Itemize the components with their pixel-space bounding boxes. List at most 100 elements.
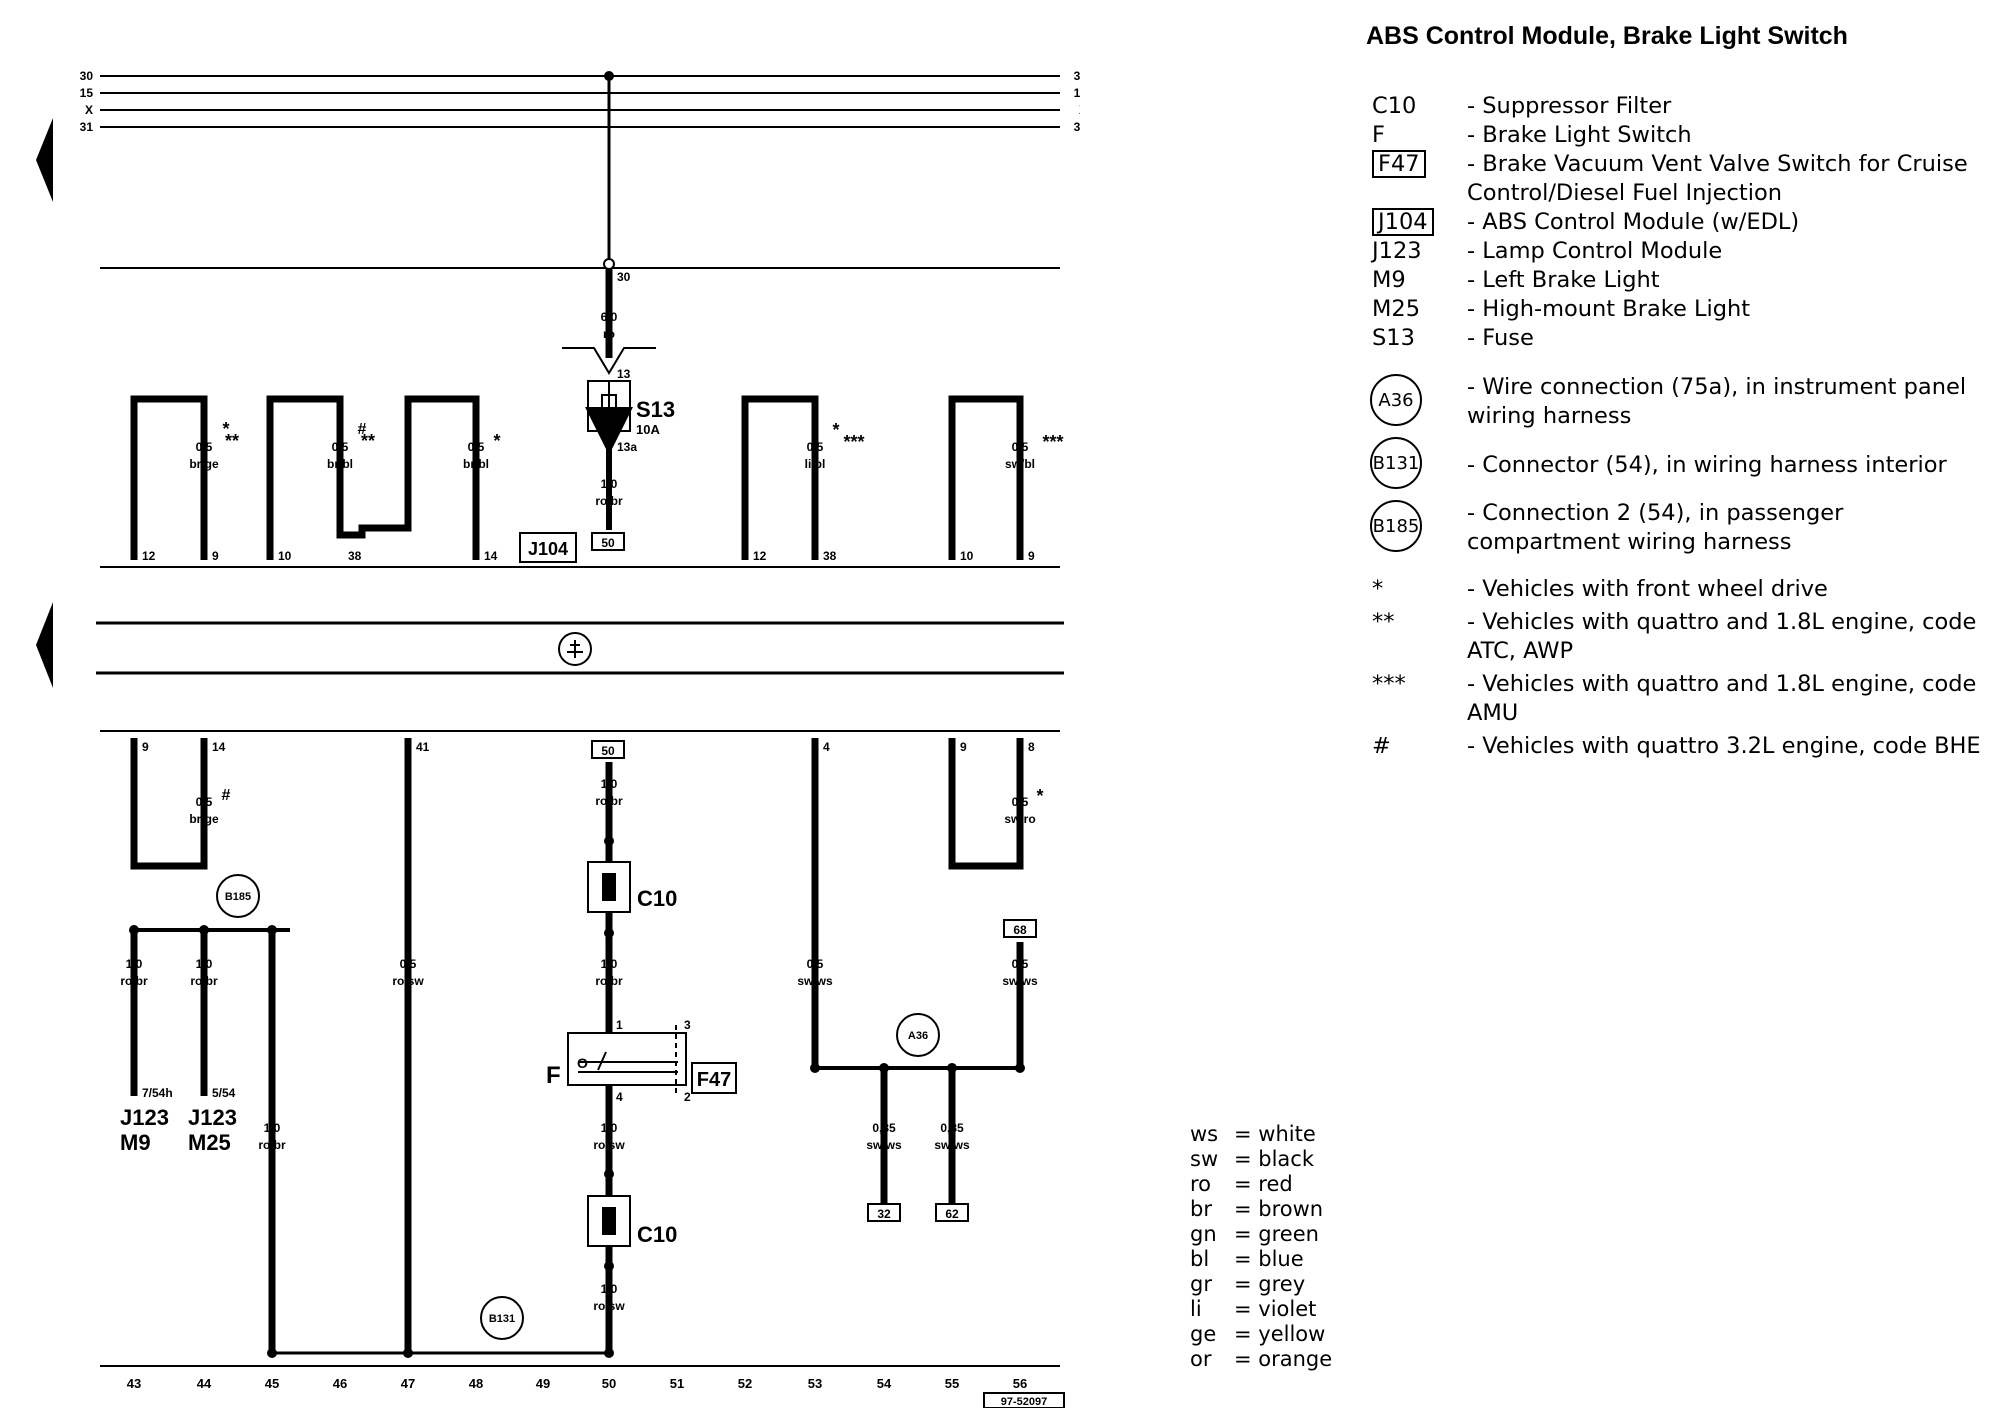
- color-row-ge: ge = yellow: [1190, 1322, 1332, 1347]
- terminal-box-62: [935, 1203, 969, 1222]
- figure-number-box: [983, 1392, 1065, 1408]
- track-51: 51: [670, 1376, 684, 1391]
- color-abbr: ro: [1190, 1172, 1212, 1196]
- wire-mark-w1: **: [225, 431, 239, 451]
- color-abbr: ge: [1190, 1322, 1217, 1346]
- track-52: 52: [738, 1376, 752, 1391]
- pin-9-c: 9: [142, 740, 149, 754]
- rail30-junction: [604, 71, 614, 81]
- legend-code: M25: [1372, 296, 1421, 322]
- wire-label-w12-size: 1,0: [601, 777, 618, 791]
- track-54: 54: [877, 1376, 892, 1391]
- legend-desc: - High-mount Brake Light: [1467, 296, 1751, 322]
- legend-row-m9: M9 - Left Brake Light: [1372, 266, 1982, 295]
- wire-label-w18-size: 0,35: [872, 1121, 896, 1135]
- note-row-3: *** - Vehicles with quattro and 1.8L eng…: [1372, 670, 1982, 728]
- legend-code: S13: [1372, 325, 1415, 351]
- legend-desc: - Lamp Control Module: [1467, 238, 1723, 264]
- label-m25: M25: [188, 1130, 231, 1155]
- wire-label-w14-size: 1,0: [601, 1121, 618, 1135]
- color-name: = grey: [1234, 1272, 1306, 1296]
- prev-page-arrow-upper[interactable]: [36, 118, 53, 202]
- wire-label-s13-out-color: ro/br: [595, 494, 623, 508]
- wire-label-s13-size: 6,0: [601, 310, 618, 324]
- legend-row-j123: J123 - Lamp Control Module: [1372, 237, 1982, 266]
- note-desc: - Vehicles with quattro 3.2L engine, cod…: [1467, 733, 1981, 759]
- color-row-or: or= orange: [1190, 1347, 1332, 1372]
- color-row-bl: bl= blue: [1190, 1247, 1332, 1272]
- wire-label-w19-color: sw/ws: [934, 1138, 970, 1152]
- wire-label-w18-color: sw/ws: [866, 1138, 902, 1152]
- diagram-title: ABS Control Module, Brake Light Switch: [1366, 22, 1848, 50]
- loop-10-38: [266, 395, 480, 560]
- note-desc: - Vehicles with quattro and 1.8L engine,…: [1467, 609, 1977, 664]
- wire-label-w16-size: 0,5: [807, 957, 824, 971]
- wire-label-w5-size: 0,5: [1012, 440, 1029, 454]
- color-row-gn: gn= green: [1190, 1222, 1332, 1247]
- legend-code: B185: [1370, 500, 1422, 552]
- wire-label-w2-size: 0,5: [332, 440, 349, 454]
- track-43: 43: [127, 1376, 141, 1391]
- legend-code: M9: [1372, 267, 1406, 293]
- pin-38-a: 38: [348, 549, 362, 563]
- color-row-li: li= violet: [1190, 1297, 1332, 1322]
- wire-label-w7-color: sw/ro: [1004, 812, 1035, 826]
- color-abbr: bl: [1190, 1247, 1210, 1271]
- terminal-32: 32: [877, 1207, 891, 1221]
- legend-desc: - Brake Light Switch: [1467, 122, 1692, 148]
- pin-9-a: 9: [212, 549, 219, 563]
- note-desc: - Vehicles with quattro and 1.8L engine,…: [1467, 671, 1977, 726]
- wire-label-w4-size: 0,5: [807, 440, 824, 454]
- wire-label-w7-size: 0,5: [1012, 795, 1029, 809]
- figure-number: 97-52097: [1001, 1396, 1048, 1408]
- wire-label-w10-color: ro/br: [258, 1138, 286, 1152]
- color-name: = yellow: [1234, 1322, 1326, 1346]
- legend-row-m25: M25 - High-mount Brake Light: [1372, 295, 1982, 324]
- wire-label-w17-size: 0,5: [1012, 957, 1029, 971]
- wire-label-w12-color: ro/br: [595, 794, 623, 808]
- color-name: = violet: [1234, 1297, 1317, 1321]
- legend-row-c10: C10 - Suppressor Filter: [1372, 92, 1982, 121]
- legend-desc: - Fuse: [1467, 325, 1534, 351]
- note-symbol: **: [1372, 609, 1395, 635]
- color-abbr: or: [1190, 1347, 1212, 1371]
- wire-label-w4-color: li/bl: [805, 457, 826, 471]
- brake-light-switch-f: [567, 1032, 687, 1086]
- legend-desc: - Left Brake Light: [1467, 267, 1660, 293]
- label-f47: F47: [697, 1069, 731, 1091]
- wire-label-s13-color: ro: [603, 327, 615, 341]
- color-abbr: gn: [1190, 1222, 1217, 1246]
- wire-label-w9-size: 1,0: [196, 957, 213, 971]
- pin-38-b: 38: [823, 549, 837, 563]
- wire-mark-w2: **: [361, 431, 375, 451]
- wire-mark-w6: #: [222, 787, 231, 804]
- legend-row-b131: B131 - Connector (54), in wiring harness…: [1370, 433, 1982, 493]
- terminal-box-68: [1003, 919, 1037, 938]
- wire-label-w1-color: br/ge: [189, 457, 219, 471]
- label-c10-lower: C10: [637, 1222, 677, 1247]
- pin-4-c: 4: [823, 740, 830, 754]
- legend-row-f: F - Brake Light Switch: [1372, 121, 1982, 150]
- label-s13: S13: [636, 397, 675, 422]
- pin-7-54h: 7/54h: [142, 1086, 173, 1100]
- wire-label-s13-out-size: 1,0: [601, 477, 618, 491]
- wire-label-w10-size: 1,0: [264, 1121, 281, 1135]
- wire-label-w15-color: ro/sw: [593, 1299, 625, 1313]
- note-row-2: ** - Vehicles with quattro and 1.8L engi…: [1372, 608, 1982, 666]
- legend-row-b185: B185 - Connection 2 (54), in passenger c…: [1370, 495, 1982, 557]
- pin-8: 8: [1028, 740, 1035, 754]
- note-desc: - Vehicles with front wheel drive: [1467, 576, 1828, 602]
- loop-12-9: [130, 395, 208, 560]
- fuse-feed-junction: [603, 258, 615, 270]
- wire-label-w8-size: 1,0: [126, 957, 143, 971]
- wire-label-w17-color: sw/ws: [1002, 974, 1038, 988]
- rail-label-15-left: 15: [80, 86, 94, 100]
- pin-13a: 13a: [617, 440, 637, 454]
- prev-page-arrow-lower[interactable]: [36, 602, 53, 688]
- color-row-ro: ro= red: [1190, 1172, 1332, 1197]
- wire-label-w6-size: 0,5: [196, 795, 213, 809]
- label-s13-rating: 10A: [636, 422, 660, 437]
- legend-desc: - ABS Control Module (w/EDL): [1467, 209, 1800, 235]
- connector-a36: [896, 1013, 940, 1057]
- track-55: 55: [945, 1376, 959, 1391]
